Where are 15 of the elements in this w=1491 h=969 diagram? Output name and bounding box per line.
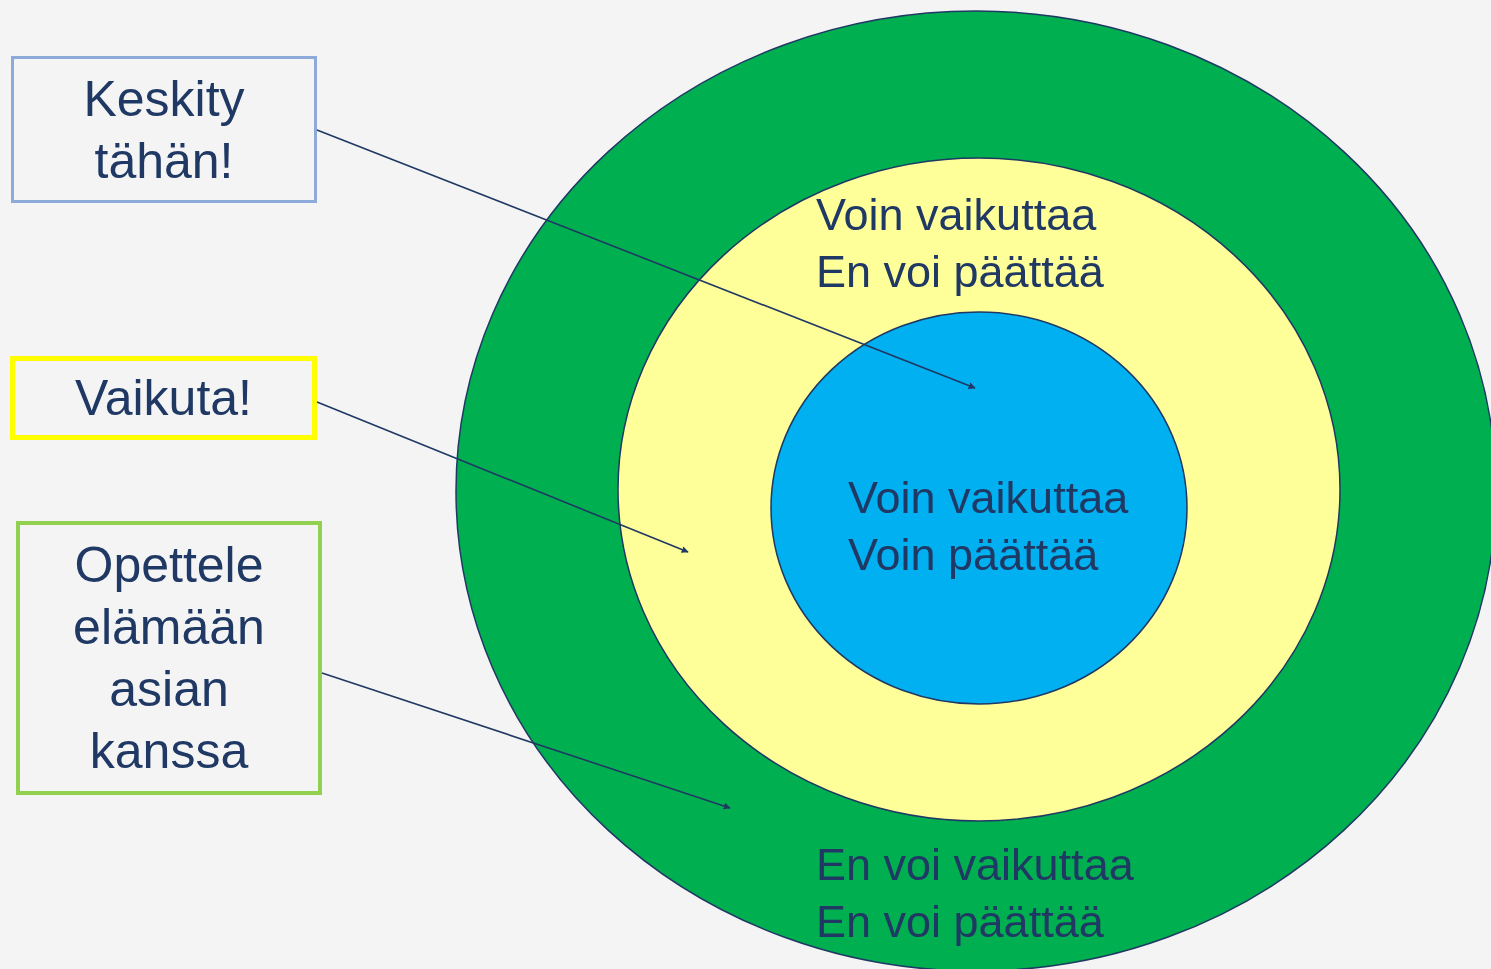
arrow [316, 129, 976, 389]
label-box [10, 356, 317, 440]
zone-text: Keskity tähän! [82, 69, 246, 191]
arrow [321, 672, 731, 810]
circle-zone [770, 311, 1188, 705]
label-box [11, 56, 317, 203]
circle-zone [455, 10, 1491, 969]
zone-text: En voi vaikuttaa En voi päättää [816, 838, 1135, 949]
zone-text: Opettele elämään asian kanssa [72, 536, 266, 781]
zone-text: Voin vaikuttaa Voin päättää [848, 471, 1130, 582]
zone-text: Vaikuta! [74, 369, 253, 428]
arrow [316, 401, 689, 553]
circle-zone [617, 157, 1341, 822]
label-box [16, 521, 322, 795]
zone-text: Voin vaikuttaa En voi päättää [816, 188, 1105, 299]
